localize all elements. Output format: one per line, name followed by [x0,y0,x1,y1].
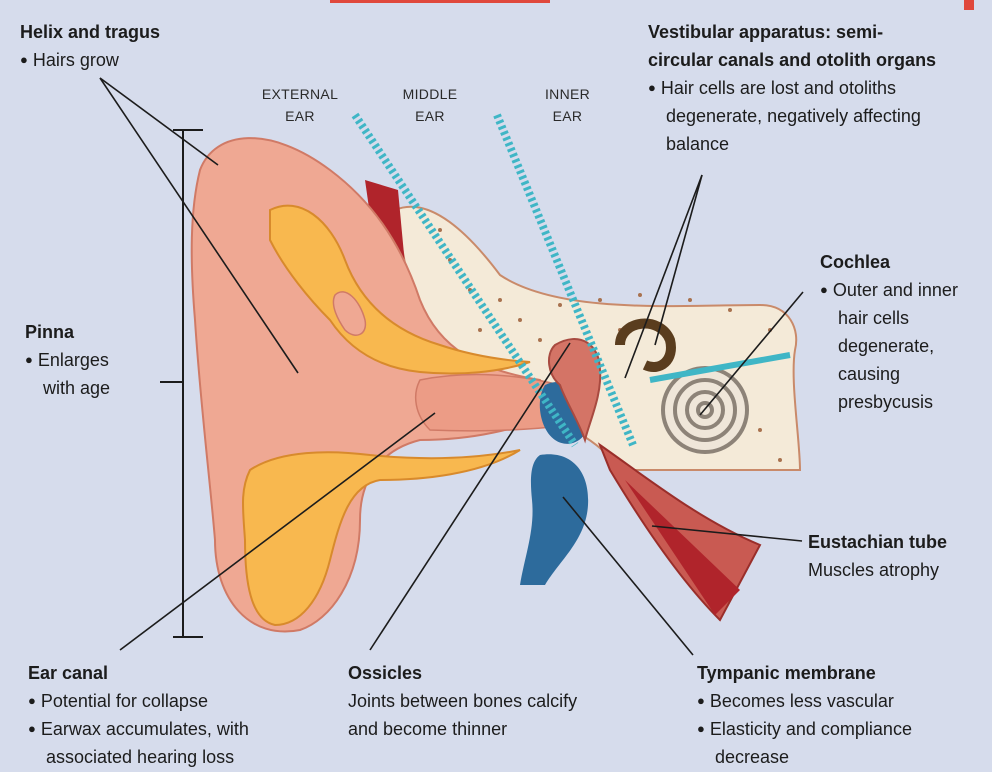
cochlea-item-line-4: causing [820,360,958,388]
ossicles-text-line-2: and become thinner [348,715,577,743]
zone-label-middle-ear: MIDDLE EAR [390,83,470,127]
zone-external-line-1: EXTERNAL [245,83,355,105]
vestibular-item-line-2: degenerate, negatively affecting [648,102,936,130]
tympanic-item-2-line-2: decrease [697,743,912,771]
bullet-icon: ● [648,80,656,95]
bullet-icon: ● [28,721,36,736]
label-pinna: Pinna ● Enlarges with age [25,318,110,402]
bullet-icon: ● [697,693,705,708]
label-vestibular-apparatus: Vestibular apparatus: semi- circular can… [648,18,936,158]
cochlea-item-line-2: hair cells [820,304,958,332]
ear-canal-item-2-line-1: Earwax accumulates, with [41,719,249,739]
vestibular-item-line-1: Hair cells are lost and otoliths [661,78,896,98]
label-helix-tragus: Helix and tragus ● Hairs grow [20,18,160,74]
tympanic-item-1: Becomes less vascular [710,691,894,711]
bullet-icon: ● [697,721,705,736]
zone-inner-line-1: INNER [530,83,605,105]
pinna-item-line-2: with age [25,374,110,402]
label-ear-canal: Ear canal ● Potential for collapse ● Earwa… [28,659,249,771]
blue-tube [520,454,588,585]
pinna-title: Pinna [25,318,110,346]
helix-item-1: Hairs grow [33,50,119,70]
cochlea-item-line-3: degenerate, [820,332,958,360]
zone-middle-line-2: EAR [390,105,470,127]
tympanic-item-2-line-1: Elasticity and compliance [710,719,912,739]
zone-label-inner-ear: INNER EAR [530,83,605,127]
cochlea-title: Cochlea [820,248,958,276]
label-tympanic-membrane: Tympanic membrane ● Becomes less vascular… [697,659,912,771]
bullet-icon: ● [20,52,28,67]
lower-cartilage [243,450,520,625]
zone-label-external-ear: EXTERNAL EAR [245,83,355,127]
vestibular-title-line-2: circular canals and otolith organs [648,46,936,74]
label-eustachian-tube: Eustachian tube Muscles atrophy [808,528,947,584]
cochlea-item-line-1: Outer and inner [833,280,958,300]
ear-canal-title: Ear canal [28,659,249,687]
vestibular-item-line-3: balance [648,130,936,158]
helix-title: Helix and tragus [20,18,160,46]
vestibular-title-line-1: Vestibular apparatus: semi- [648,18,936,46]
bullet-icon: ● [28,693,36,708]
bullet-icon: ● [25,352,33,367]
ossicles-title: Ossicles [348,659,577,687]
bullet-icon: ● [820,282,828,297]
zone-external-line-2: EAR [245,105,355,127]
cochlea-item-line-5: presbycusis [820,388,958,416]
zone-middle-line-1: MIDDLE [390,83,470,105]
tympanic-title: Tympanic membrane [697,659,912,687]
label-ossicles: Ossicles Joints between bones calcify an… [348,659,577,743]
pinna-item-line-1: Enlarges [38,350,109,370]
eustachian-title: Eustachian tube [808,528,947,556]
label-cochlea: Cochlea ● Outer and inner hair cells dege… [820,248,958,416]
eustachian-text: Muscles atrophy [808,556,947,584]
ear-canal-item-1: Potential for collapse [41,691,208,711]
zone-inner-line-2: EAR [530,105,605,127]
ear-canal-item-2-line-2: associated hearing loss [28,743,249,771]
ossicles-text-line-1: Joints between bones calcify [348,687,577,715]
